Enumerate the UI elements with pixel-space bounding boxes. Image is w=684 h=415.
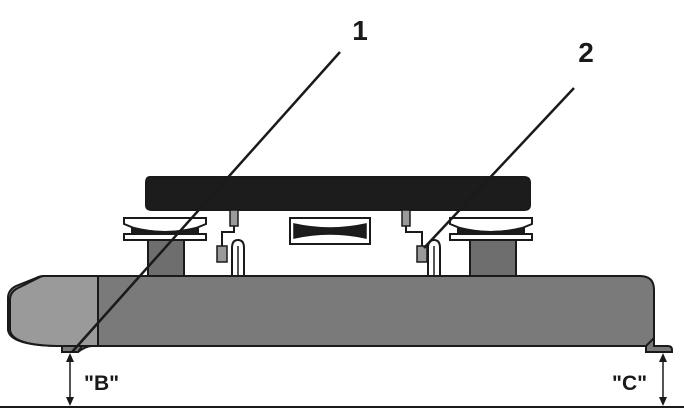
right-valve-fitting [401, 209, 441, 278]
callout-2-leader [423, 87, 575, 249]
dimension-c-arrow [659, 353, 667, 406]
dimension-c-label: "C" [612, 372, 647, 395]
right-pedestal [449, 217, 533, 279]
callout-1-leader [71, 51, 341, 353]
callout-1-label: 1 [352, 15, 368, 46]
dimension-b-arrow [66, 353, 74, 406]
center-block [289, 217, 371, 245]
callout-2-label: 2 [578, 37, 594, 68]
left-end-cap [9, 275, 99, 347]
top-plate [145, 176, 531, 211]
left-valve-fitting [216, 209, 245, 278]
right-foot-tab [645, 335, 673, 353]
dimension-b-label: "B" [84, 372, 119, 395]
